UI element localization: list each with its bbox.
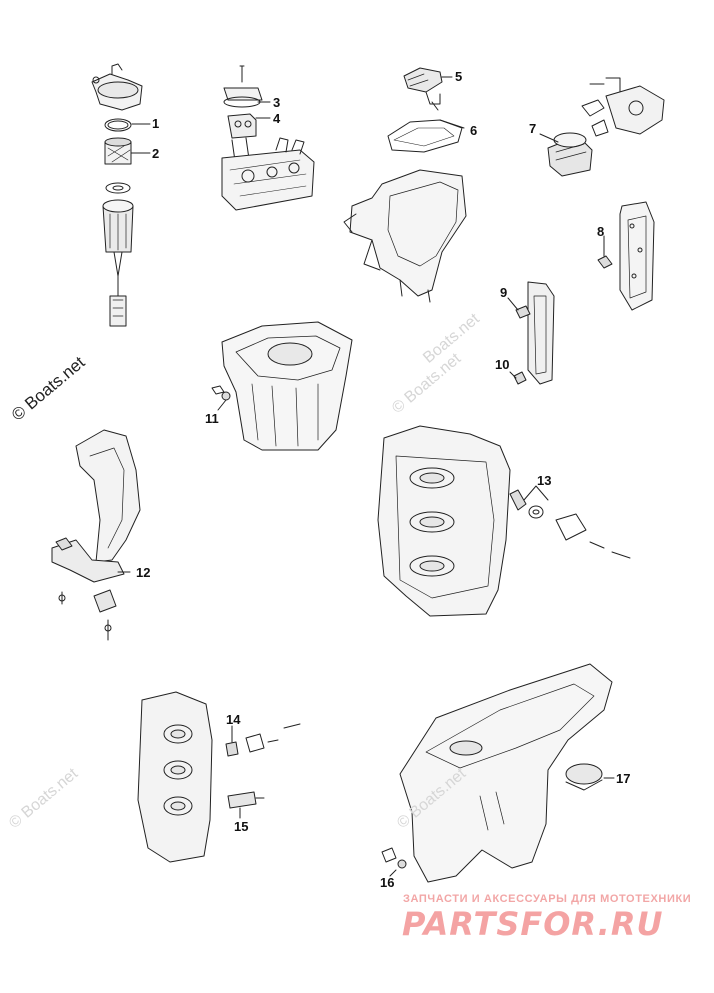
callout-16[interactable]: 16 (380, 875, 395, 890)
brand-subtitle: ЗАПЧАСТИ И АКСЕССУАРЫ ДЛЯ МОТОТЕХНИКИ (403, 893, 692, 905)
callout-10[interactable]: 10 (495, 357, 510, 372)
callout-12[interactable]: 12 (136, 565, 151, 580)
callout-15[interactable]: 15 (234, 819, 249, 834)
mount-bracket (51, 429, 141, 641)
baffle-plate (507, 281, 555, 385)
fuel-filter-assembly (91, 63, 151, 327)
callout-9[interactable]: 9 (500, 285, 508, 300)
callout-1[interactable]: 1 (152, 116, 160, 131)
throttle-sensor-block (221, 65, 315, 211)
gearcase-housing (381, 663, 615, 883)
callout-16-17[interactable]: 17 (616, 771, 631, 786)
callout-13[interactable]: 13 (537, 473, 552, 488)
callout-7[interactable]: 7 (529, 121, 537, 136)
callout-2[interactable]: 2 (152, 146, 160, 161)
exhaust-housing (211, 321, 353, 451)
brand-logo[interactable]: PARTSFOR.RU (402, 905, 664, 943)
callout-3[interactable]: 3 (273, 95, 281, 110)
callout-11[interactable]: 11 (205, 411, 219, 426)
cylinder-block (377, 425, 631, 617)
callout-5[interactable]: 5 (455, 69, 463, 84)
side-cover-plate (597, 201, 655, 311)
intake-housing (343, 67, 467, 303)
callout-14[interactable]: 14 (226, 712, 241, 727)
callout-6[interactable]: 6 (470, 123, 478, 138)
callout-4[interactable]: 4 (273, 111, 281, 126)
oil-filter-assembly (539, 77, 665, 177)
cylinder-head (137, 691, 301, 863)
callout-8[interactable]: 8 (597, 224, 605, 239)
